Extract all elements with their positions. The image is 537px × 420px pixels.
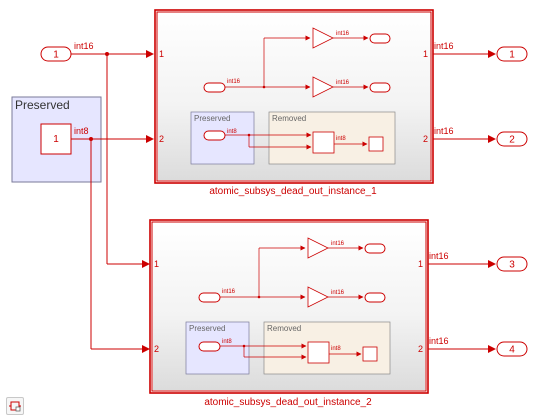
outport-2-signal-type: int16 bbox=[434, 126, 454, 136]
preview-signal-label: int16 bbox=[227, 79, 241, 85]
preview-inport-icon bbox=[203, 82, 226, 93]
preserved-signal-type: int8 bbox=[74, 126, 89, 136]
subsystem-2-inport-1-label: 1 bbox=[154, 259, 159, 269]
outport-oval-icon bbox=[496, 46, 528, 62]
preview-removed-label: Removed bbox=[267, 324, 301, 333]
outport-2-block[interactable]: 2 bbox=[496, 131, 528, 147]
preview-signal-label: int8 bbox=[331, 346, 341, 352]
subsystem-2-preview: int16 int16 int16 Preserved Removed int8 bbox=[185, 237, 391, 375]
preserved-wires bbox=[71, 135, 154, 353]
preview-inport-icon bbox=[198, 341, 221, 352]
outport-4-number: 4 bbox=[509, 345, 515, 356]
gain-triangle-icon bbox=[312, 27, 334, 49]
outport-1-number: 1 bbox=[509, 50, 515, 61]
inport-1-number: 1 bbox=[53, 50, 59, 61]
outport-1-block[interactable]: 1 bbox=[496, 46, 528, 62]
subsystem-1-outport-2-label: 2 bbox=[423, 134, 428, 144]
preserved-inport-block[interactable]: 1 bbox=[40, 123, 72, 155]
inport-1-block[interactable]: 1 bbox=[40, 46, 72, 62]
preview-signal-label: int8 bbox=[222, 339, 232, 345]
outport-oval-icon bbox=[496, 341, 528, 357]
subsystem-2-outport-1-label: 1 bbox=[418, 259, 423, 269]
preview-outport-icon bbox=[364, 243, 386, 254]
outport-1-signal-type: int16 bbox=[434, 41, 454, 51]
preview-signal-label: int8 bbox=[227, 129, 237, 135]
subsystem-1-name[interactable]: atomic_subsys_dead_out_instance_1 bbox=[209, 186, 377, 197]
preview-preserved-label: Preserved bbox=[194, 114, 230, 123]
sum-block-icon bbox=[307, 341, 330, 364]
subsystem-1-output-wires bbox=[433, 50, 496, 143]
outport-4-block[interactable]: 4 bbox=[496, 341, 528, 357]
status-bar-icon[interactable] bbox=[6, 397, 24, 415]
subsystem-1-outport-1-label: 1 bbox=[423, 49, 428, 59]
subsystem-2-name[interactable]: atomic_subsys_dead_out_instance_2 bbox=[204, 397, 372, 408]
inport-wires bbox=[71, 50, 154, 268]
preview-inport-icon bbox=[198, 292, 221, 303]
outport-2-number: 2 bbox=[509, 135, 515, 146]
outport-3-number: 3 bbox=[509, 260, 515, 271]
preview-signal-label: int16 bbox=[331, 241, 345, 247]
subsystem-1-inport-2-label: 2 bbox=[159, 134, 164, 144]
subsystem-1[interactable]: 1 2 1 2 int16 int16 int16 Preserved Remo… bbox=[154, 9, 434, 184]
gain-triangle-icon bbox=[307, 286, 329, 308]
gain-triangle-icon bbox=[312, 76, 334, 98]
subsystem-2-output-wires bbox=[428, 260, 496, 353]
preview-signal-label: int16 bbox=[336, 31, 350, 37]
outport-4-signal-type: int16 bbox=[429, 336, 449, 346]
preview-signal-label: int16 bbox=[331, 290, 345, 296]
preview-inport-icon bbox=[203, 130, 226, 141]
preview-preserved-label: Preserved bbox=[189, 324, 225, 333]
subsystem-1-preview: int16 int16 int16 Preserved Removed int8 bbox=[190, 27, 396, 165]
outport-oval-icon bbox=[496, 131, 528, 147]
outport-oval-icon bbox=[496, 256, 528, 272]
preview-outport-icon bbox=[364, 292, 386, 303]
preserved-area-title: Preserved bbox=[15, 98, 70, 112]
subsystem-2-outport-2-label: 2 bbox=[418, 344, 423, 354]
preview-outport-icon bbox=[369, 33, 391, 44]
preview-signal-label: int16 bbox=[336, 80, 350, 86]
outport-3-block[interactable]: 3 bbox=[496, 256, 528, 272]
gain-triangle-icon bbox=[307, 237, 329, 259]
subsystem-2-inport-2-label: 2 bbox=[154, 344, 159, 354]
preview-outport-icon bbox=[369, 82, 391, 93]
preview-removed-label: Removed bbox=[272, 114, 306, 123]
subsystem-1-inport-1-label: 1 bbox=[159, 49, 164, 59]
sum-block-icon bbox=[312, 131, 335, 154]
preview-signal-label: int8 bbox=[336, 136, 346, 142]
subsystem-2[interactable]: 1 2 1 2 int16 int16 int16 Preserved Remo… bbox=[149, 219, 429, 394]
outport-3-signal-type: int16 bbox=[429, 251, 449, 261]
preserved-inport-number: 1 bbox=[53, 134, 59, 145]
preview-signal-label: int16 bbox=[222, 289, 236, 295]
preview-outport-block bbox=[368, 136, 384, 152]
preview-outport-block bbox=[362, 346, 378, 362]
status-bar-glyph bbox=[9, 401, 21, 412]
inport-signal-type: int16 bbox=[74, 41, 94, 51]
